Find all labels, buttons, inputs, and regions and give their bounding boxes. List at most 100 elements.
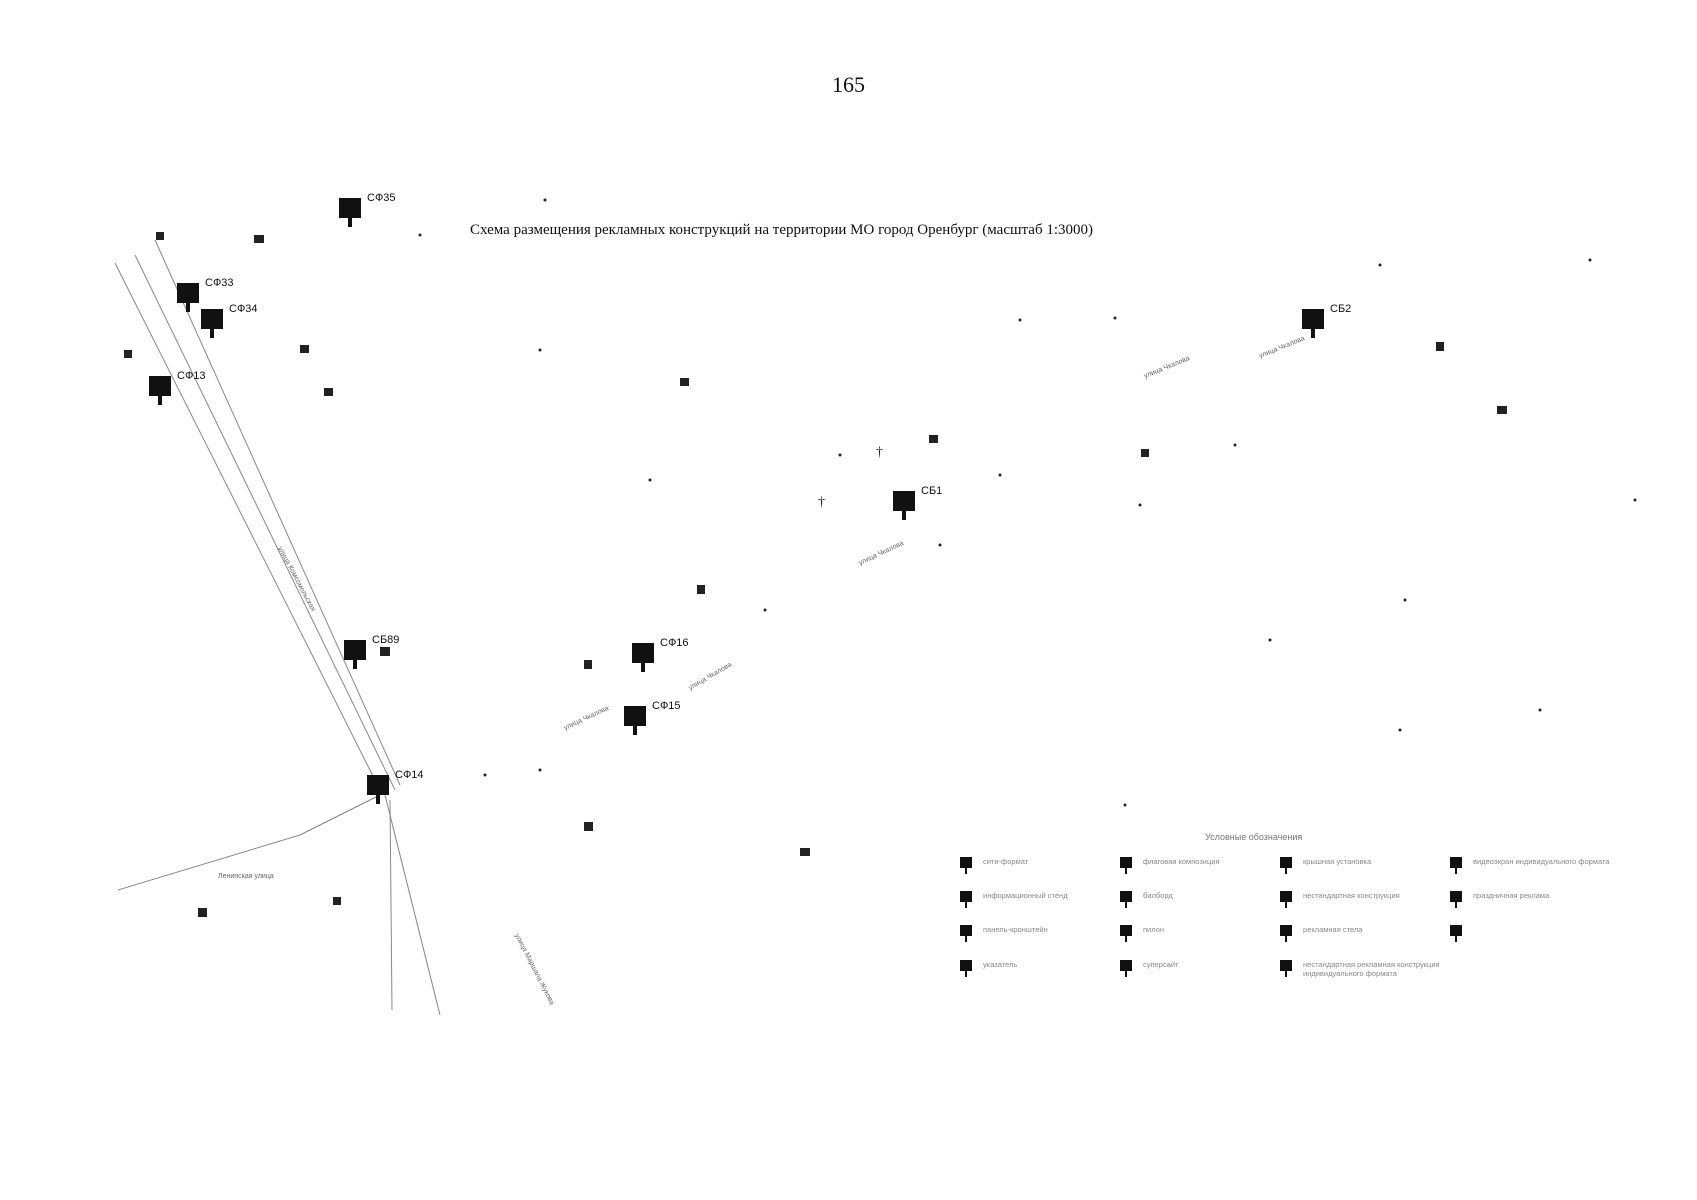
billboard-icon [893, 491, 915, 511]
construction-label: СФ15 [652, 700, 681, 712]
hotel-icon [333, 897, 341, 905]
legend-label: крышная установка [1303, 857, 1372, 866]
bank-icon [584, 660, 592, 669]
street-label: улица Маршала Жукова [513, 933, 555, 1006]
legend-title: Условные обозначения [1205, 832, 1303, 842]
street-label: улица Чкалова [563, 705, 610, 732]
museum-icon [584, 822, 593, 831]
legend-label: праздничная реклама [1473, 891, 1550, 900]
legend-item: указатель [955, 957, 1120, 981]
shop-icon [1497, 406, 1507, 414]
street-label: улица Чкалова [1143, 355, 1191, 380]
flag-icon [1115, 854, 1137, 876]
legend-label: видеоэкран индивидуального формата [1473, 857, 1610, 866]
billboard-icon [632, 643, 654, 663]
street-label: улица Чкалова [688, 661, 734, 691]
construction-marker[interactable]: СФ33 [177, 277, 234, 312]
construction-marker[interactable]: СФ16 [632, 637, 689, 672]
construction-marker[interactable]: СФ15 [624, 700, 681, 735]
bank-icon [697, 585, 705, 594]
billboard-icon [339, 198, 361, 218]
road-lines [114, 239, 441, 1016]
legend-item [1445, 922, 1610, 946]
roof-installation-icon [1275, 854, 1297, 876]
hotel-icon [929, 435, 938, 443]
multiframe-icon [1275, 957, 1297, 979]
transport-icon [1445, 888, 1467, 910]
legend-item: нестандартная конструкция [1275, 888, 1440, 912]
billboard-icon [177, 283, 199, 303]
construction-label: СФ35 [367, 192, 396, 204]
shop-icon [300, 345, 309, 353]
construction-label: СБ89 [372, 634, 399, 646]
pylon-icon [1115, 922, 1137, 944]
billboard-icon [624, 706, 646, 726]
street-label: улица Комсомольская [276, 546, 316, 613]
legend-label: панель-кронштейн [983, 925, 1048, 934]
shop-icon [680, 378, 689, 386]
legend-item: билборд [1115, 888, 1280, 912]
construction-label: СБ2 [1330, 303, 1351, 315]
page-number: 165 [832, 72, 865, 97]
post-icon [254, 235, 264, 243]
parking-icon [1141, 449, 1149, 457]
street-label: Ленинская улица [218, 873, 274, 880]
construction-label: СФ14 [395, 769, 424, 781]
construction-marker[interactable]: СФ34 [201, 303, 258, 338]
construction-marker[interactable]: СБ1 [893, 485, 942, 520]
construction-marker[interactable]: СБ89 [344, 634, 399, 669]
legend-item: рекламная стела [1275, 922, 1440, 946]
legend-label: нестандартная конструкция [1303, 891, 1400, 900]
nonstandard-icon [1275, 888, 1297, 910]
legend-label: флаговая композиция [1143, 857, 1220, 866]
street-label: улица Чкалова [1258, 335, 1306, 360]
shop-icon [324, 388, 333, 396]
construction-marker[interactable]: СБ2 [1302, 303, 1351, 338]
legend-item: информационный стенд [955, 888, 1120, 912]
construction-label: СФ13 [177, 370, 206, 382]
legend-item: сити-формат [955, 854, 1120, 878]
legend-item: пилон [1115, 922, 1280, 946]
legend-item: панель-кронштейн [955, 922, 1120, 946]
bracket-panel-icon [955, 922, 977, 944]
construction-label: СФ33 [205, 277, 234, 289]
shop-icon [380, 647, 390, 656]
billboard-icon [367, 775, 389, 795]
legend-label: билборд [1143, 891, 1173, 900]
pointer-icon [955, 957, 977, 979]
billboard-icon [149, 376, 171, 396]
map-legend: Условные обозначения сити-формат флаговая… [955, 832, 1615, 1017]
billboard-icon [1302, 309, 1324, 329]
legend-label: информационный стенд [983, 891, 1068, 900]
construction-marker[interactable]: СФ13 [149, 370, 206, 405]
street-label: улица Чкалова [858, 540, 905, 567]
shield-icon [1115, 888, 1137, 910]
legend-item: видеоэкран индивидуального формата [1445, 854, 1610, 878]
legend-item: праздничная реклама [1445, 888, 1610, 912]
construction-marker[interactable]: СФ35 [339, 192, 396, 227]
legend-label: указатель [983, 960, 1018, 969]
poi-icons: † † [124, 232, 1507, 917]
led-screen-icon [1445, 854, 1467, 876]
church-icon: † [818, 495, 825, 510]
billboard-icon [201, 309, 223, 329]
bank-icon [1436, 342, 1444, 351]
construction-label: СБ1 [921, 485, 942, 497]
map-dots [418, 198, 1637, 807]
shop-icon [800, 848, 810, 856]
grid-icon [1115, 957, 1137, 979]
fence-icon [1275, 922, 1297, 944]
construction-label: СФ16 [660, 637, 689, 649]
construction-marker[interactable]: СФ14 [367, 769, 424, 804]
legend-label: сити-формат [983, 857, 1029, 866]
legend-label: рекламная стела [1303, 925, 1363, 934]
legend-item: нестандартная рекламная конструкция инди… [1275, 957, 1440, 981]
legend-item: флаговая композиция [1115, 854, 1280, 878]
legend-item: суперсайт [1115, 957, 1280, 981]
legend-label: пилон [1143, 925, 1165, 934]
legend-label: суперсайт [1143, 960, 1179, 969]
column-icon [1445, 922, 1467, 944]
legend-label: нестандартная рекламная конструкция инди… [1303, 960, 1440, 978]
